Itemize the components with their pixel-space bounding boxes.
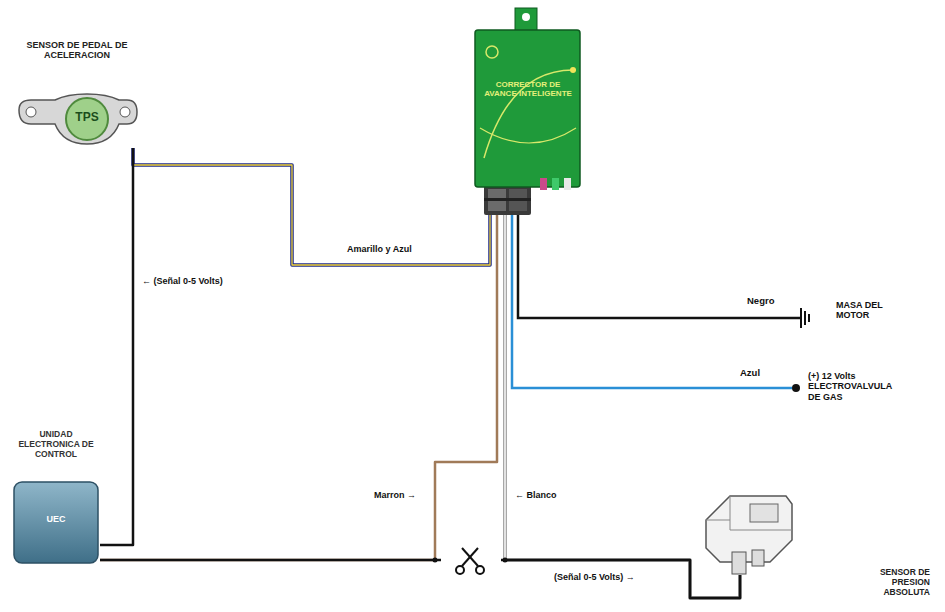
control-unit: UNIDAD ELECTRONICA DE CONTROLUEC [12,480,100,565]
wire-label: (Señal 0-5 Volts) → [552,572,637,582]
cut-signal-wire [100,560,740,598]
wire-color: Azul [738,368,762,379]
pressure-sensor: SENSOR DE PRESION ABSOLUTA [700,490,795,575]
sensor-heading: SENSOR DE PRESION ABSOLUTA [850,568,930,597]
module-name: CORRECTOR DE AVANCE INTELIGENTE [484,80,572,98]
scissors-symbol [456,548,484,574]
terminal-name: MASA DEL MOTOR [834,300,902,321]
junction-dot [503,558,508,563]
ground-wire [518,215,800,318]
corrector-module-art [470,8,585,215]
white-wire [505,215,740,598]
wire-label: ← Blanco [513,490,559,500]
sensor-code: TPS [67,111,107,125]
yellow-blue-wire [133,148,490,265]
wire-color: Negro [745,296,776,307]
connector-plug [484,185,531,215]
terminal-name: (+) 12 Volts ELECTROVALVULA DE GAS [806,371,906,402]
signal-wire [100,148,133,545]
sensor-heading: SENSOR DE PEDAL DE ACELERACION [23,40,131,61]
pedal-sensor: SENSOR DE PEDAL DE ACELERACIONTPS [15,92,140,148]
junction-dot [433,558,438,563]
wire-label: Marron → [372,490,418,500]
unit-heading: UNIDAD ELECTRONICA DE CONTROL [16,430,96,459]
ground-symbol [801,308,809,328]
wire-label: Amarillo y Azul [345,244,414,254]
terminal-dot [792,384,800,392]
wire-label: ← (Señal 0-5 Volts) [140,276,225,286]
unit-code: UEC [22,514,90,524]
valve-wire [512,215,792,388]
corrector-module: CORRECTOR DE AVANCE INTELIGENTE [470,8,585,215]
pressure-sensor-art [700,490,795,575]
